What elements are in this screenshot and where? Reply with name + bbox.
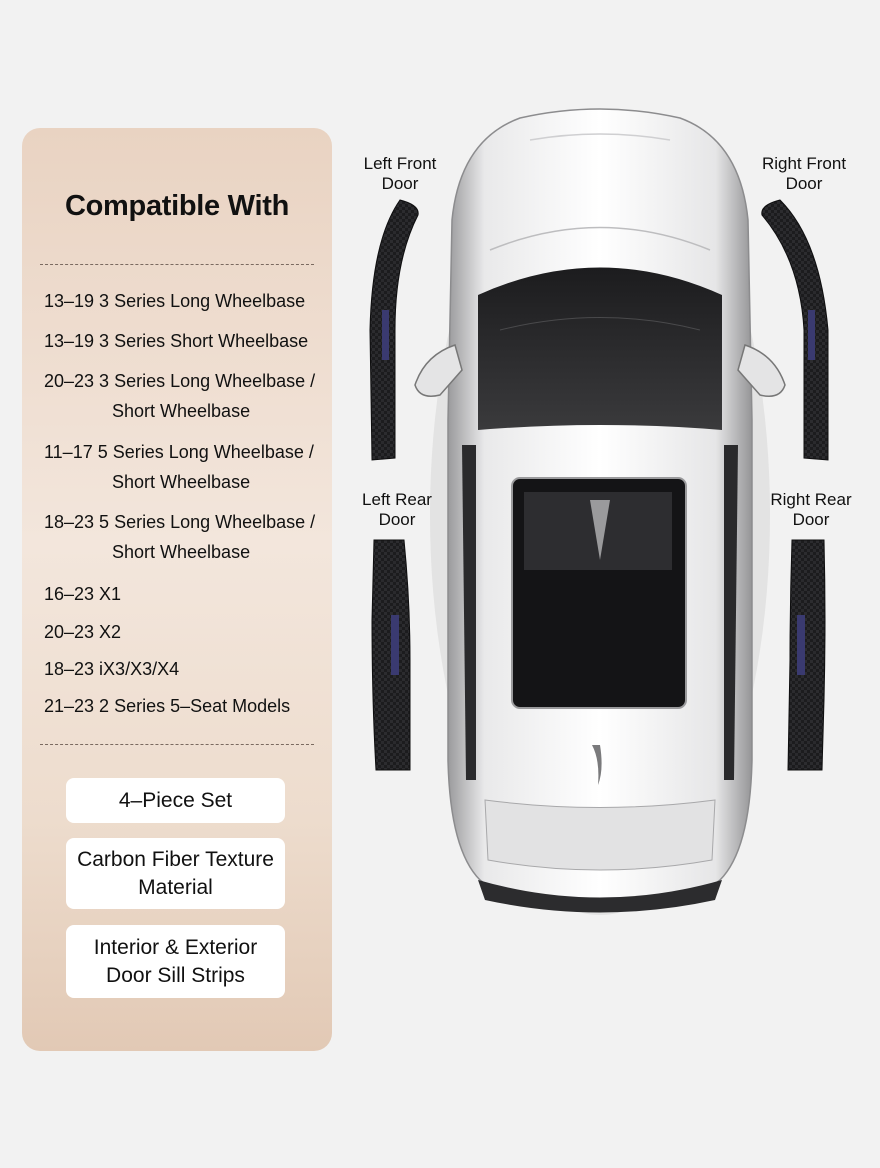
- compat-item: 20–23 3 Series Long Wheelbase / Short Wh…: [44, 366, 329, 426]
- feature-pill-strips: Interior & Exterior Door Sill Strips: [66, 925, 285, 998]
- left-front-badge: [382, 310, 389, 360]
- label-line1: Right Front: [761, 154, 847, 173]
- compat-item-line1: 20–23 X2: [44, 622, 122, 642]
- compat-item: 11–17 5 Series Long Wheelbase / Short Wh…: [44, 437, 329, 497]
- panel-title: Compatible With: [64, 190, 289, 222]
- label-line2: Door: [785, 174, 823, 193]
- compat-item: 21–23 2 Series 5–Seat Models: [44, 691, 329, 721]
- compat-item: 20–23 X2: [44, 617, 329, 647]
- windshield: [478, 267, 722, 430]
- trunk-lid: [484, 799, 716, 871]
- label-line1: Right Rear: [770, 490, 852, 509]
- label-line2: Door: [378, 510, 416, 529]
- windshield-reflection: [499, 317, 701, 331]
- compat-item-line1: 20–23 3 Series Long Wheelbase /: [44, 371, 316, 391]
- left-rear-badge: [391, 615, 399, 675]
- compat-item-line2: Short Wheelbase: [112, 472, 251, 492]
- compat-item: 18–23 5 Series Long Wheelbase / Short Wh…: [44, 507, 329, 567]
- compat-item-line1: 21–23 2 Series 5–Seat Models: [44, 696, 291, 716]
- hood-line: [529, 133, 671, 141]
- compat-item: 13–19 3 Series Short Wheelbase: [44, 326, 329, 356]
- compat-item: 18–23 iX3/X3/X4: [44, 654, 329, 684]
- label-line2: Door: [381, 174, 419, 193]
- feature-line2: Door Sill Strips: [106, 963, 245, 987]
- left-mirror: [414, 344, 463, 397]
- feature-pill-material: Carbon Fiber Texture Material: [66, 838, 285, 909]
- rear-bumper: [478, 880, 722, 913]
- compat-item: 13–19 3 Series Long Wheelbase: [44, 286, 329, 316]
- feature-line1: 4–Piece Set: [118, 788, 233, 812]
- feature-line1: Carbon Fiber Texture: [77, 847, 274, 871]
- compat-item-line2: Short Wheelbase: [112, 542, 251, 562]
- feature-line1: Interior & Exterior: [93, 935, 258, 959]
- compat-item-line1: 18–23 iX3/X3/X4: [44, 659, 180, 679]
- divider-top: [40, 264, 314, 265]
- label-line1: Left Rear: [362, 490, 432, 509]
- label-line2: Door: [792, 510, 830, 529]
- gear-shifter: [590, 500, 610, 560]
- feature-line2: Material: [138, 875, 213, 899]
- right-front-sill-strip: [761, 199, 829, 461]
- hood-crease: [489, 226, 711, 251]
- shark-fin-antenna: [592, 745, 602, 785]
- compat-item-line2: Short Wheelbase: [112, 401, 251, 421]
- divider-bottom: [40, 744, 314, 745]
- right-front-badge: [808, 310, 815, 360]
- label-right-front-door: Right Front Door: [748, 154, 860, 194]
- compat-item: 16–23 X1: [44, 579, 329, 609]
- label-right-rear-door: Right Rear Door: [756, 490, 866, 530]
- right-rear-sill-strip: [787, 539, 826, 771]
- right-rear-badge: [797, 615, 805, 675]
- feature-pill-set: 4–Piece Set: [66, 778, 285, 823]
- left-front-sill-strip: [369, 199, 419, 461]
- right-side-window: [724, 445, 738, 780]
- label-left-front-door: Left Front Door: [345, 154, 455, 194]
- label-line1: Left Front: [363, 154, 437, 173]
- left-side-window: [462, 445, 476, 780]
- label-left-rear-door: Left Rear Door: [345, 490, 449, 530]
- compat-item-line1: 16–23 X1: [44, 584, 122, 604]
- compat-item-line1: 13–19 3 Series Short Wheelbase: [44, 331, 309, 351]
- compat-item-line1: 18–23 5 Series Long Wheelbase /: [44, 512, 316, 532]
- compat-item-line1: 11–17 5 Series Long Wheelbase /: [44, 442, 314, 462]
- compat-item-line1: 13–19 3 Series Long Wheelbase: [44, 291, 306, 311]
- right-mirror: [737, 344, 786, 397]
